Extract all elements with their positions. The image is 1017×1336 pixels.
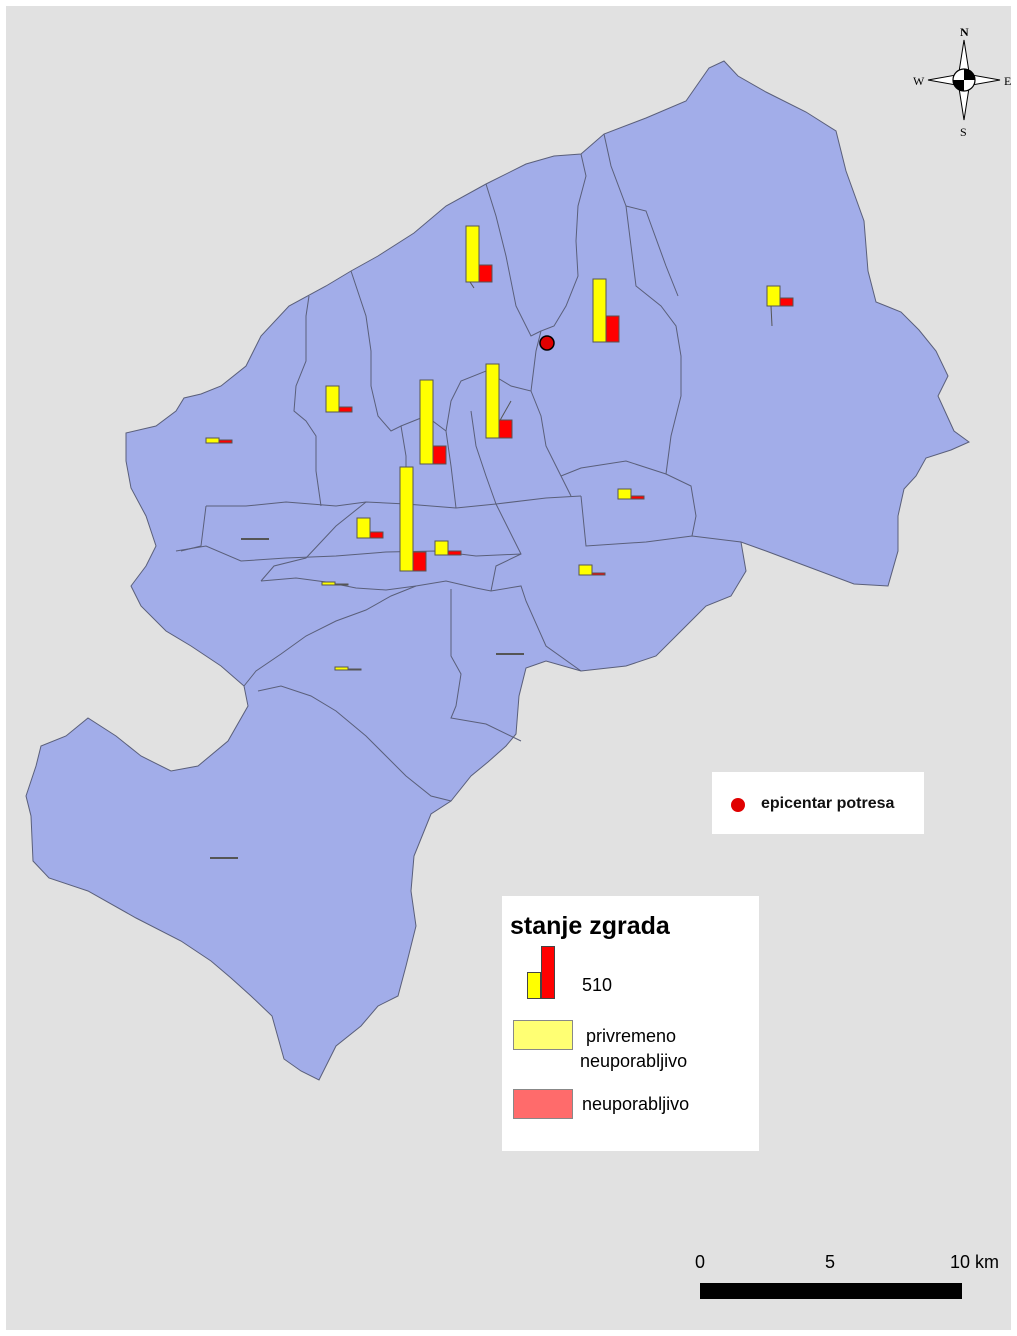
- legend-title: stanje zgrada: [510, 912, 670, 940]
- bar-temporarily-unusable-d1[interactable]: [465, 225, 480, 283]
- compass-rose: N S E W: [913, 25, 1011, 139]
- bar-unusable-d10[interactable]: [447, 550, 462, 556]
- bar-temporarily-unusable-d5[interactable]: [205, 437, 220, 444]
- bar-unusable-d12[interactable]: [591, 572, 606, 576]
- epicenter-legend-dot-icon: [731, 798, 745, 812]
- epicenter-legend-label: epicentar potresa: [761, 795, 895, 812]
- scale-bar-rect: [700, 1283, 962, 1299]
- bar-temporarily-unusable-d14[interactable]: [334, 666, 349, 671]
- map-frame[interactable]: N S E W 0 5 10 km epicentar potresa stan…: [6, 6, 1011, 1330]
- bar-leader-line: [770, 305, 773, 327]
- legend-label-temporarily-line1: privremeno: [586, 1026, 677, 1046]
- bar-temporarily-unusable-d10[interactable]: [434, 540, 449, 556]
- bar-unusable-d5[interactable]: [218, 439, 233, 444]
- legend-label-unusable: neuporabljivo: [582, 1094, 690, 1114]
- legend-swatch-temporarily-unusable: [513, 1020, 573, 1050]
- scale-tick-10: 10 km: [950, 1252, 999, 1272]
- bar-temporarily-unusable-d2[interactable]: [592, 278, 607, 343]
- bar-unusable-d4[interactable]: [338, 406, 353, 413]
- bar-temporarily-unusable-d6[interactable]: [419, 379, 434, 465]
- damage-bars-layer: [205, 225, 794, 859]
- district-borders: [175, 133, 742, 802]
- compass-south-label: S: [960, 125, 967, 139]
- bar-temporarily-unusable-d3[interactable]: [766, 285, 781, 307]
- compass-east-label: E: [1004, 74, 1011, 88]
- bar-temporarily-unusable-d11[interactable]: [617, 488, 632, 500]
- legend-reference-value: 510: [582, 975, 613, 995]
- building-status-legend: stanje zgrada 510 privremeno neuporablji…: [502, 896, 759, 1151]
- compass-star-icon: [927, 39, 1001, 121]
- bar-unusable-d2[interactable]: [605, 315, 620, 343]
- bar-temporarily-unusable-d12[interactable]: [578, 564, 593, 576]
- bar-unusable-d7[interactable]: [498, 419, 513, 439]
- compass-west-label: W: [913, 74, 925, 88]
- bar-unusable-d11[interactable]: [630, 495, 645, 500]
- legend-swatch-unusable: [513, 1089, 573, 1119]
- map-canvas[interactable]: N S E W 0 5 10 km: [6, 6, 1011, 1330]
- scale-tick-5: 5: [825, 1252, 835, 1272]
- scale-tick-0: 0: [695, 1252, 705, 1272]
- bar-unusable-d1[interactable]: [478, 264, 493, 283]
- bar-temporarily-unusable-d7[interactable]: [485, 363, 500, 439]
- bar-temporarily-unusable-d9[interactable]: [356, 517, 371, 539]
- legend-sample-bar-yellow: [527, 972, 541, 999]
- scale-bar: 0 5 10 km: [695, 1252, 999, 1299]
- bar-temporarily-unusable-d8[interactable]: [399, 466, 414, 572]
- bar-unusable-d6[interactable]: [432, 445, 447, 465]
- epicenter-legend: epicentar potresa: [712, 772, 924, 834]
- compass-north-label: N: [960, 25, 969, 39]
- bar-unusable-d3[interactable]: [779, 297, 794, 307]
- bar-unusable-d8[interactable]: [412, 551, 427, 572]
- bar-unusable-d13[interactable]: [334, 583, 349, 586]
- territory-outline: [25, 60, 970, 1081]
- bar-unusable-d9[interactable]: [369, 531, 384, 539]
- legend-label-temporarily-line2: neuporabljivo: [580, 1051, 688, 1071]
- bar-temporarily-unusable-d13[interactable]: [321, 581, 336, 586]
- epicenter-marker[interactable]: [539, 335, 555, 351]
- bar-unusable-d14[interactable]: [347, 668, 362, 671]
- bar-temporarily-unusable-d4[interactable]: [325, 385, 340, 413]
- bar-leader-line: [469, 281, 475, 289]
- legend-sample-bar-red: [541, 946, 555, 999]
